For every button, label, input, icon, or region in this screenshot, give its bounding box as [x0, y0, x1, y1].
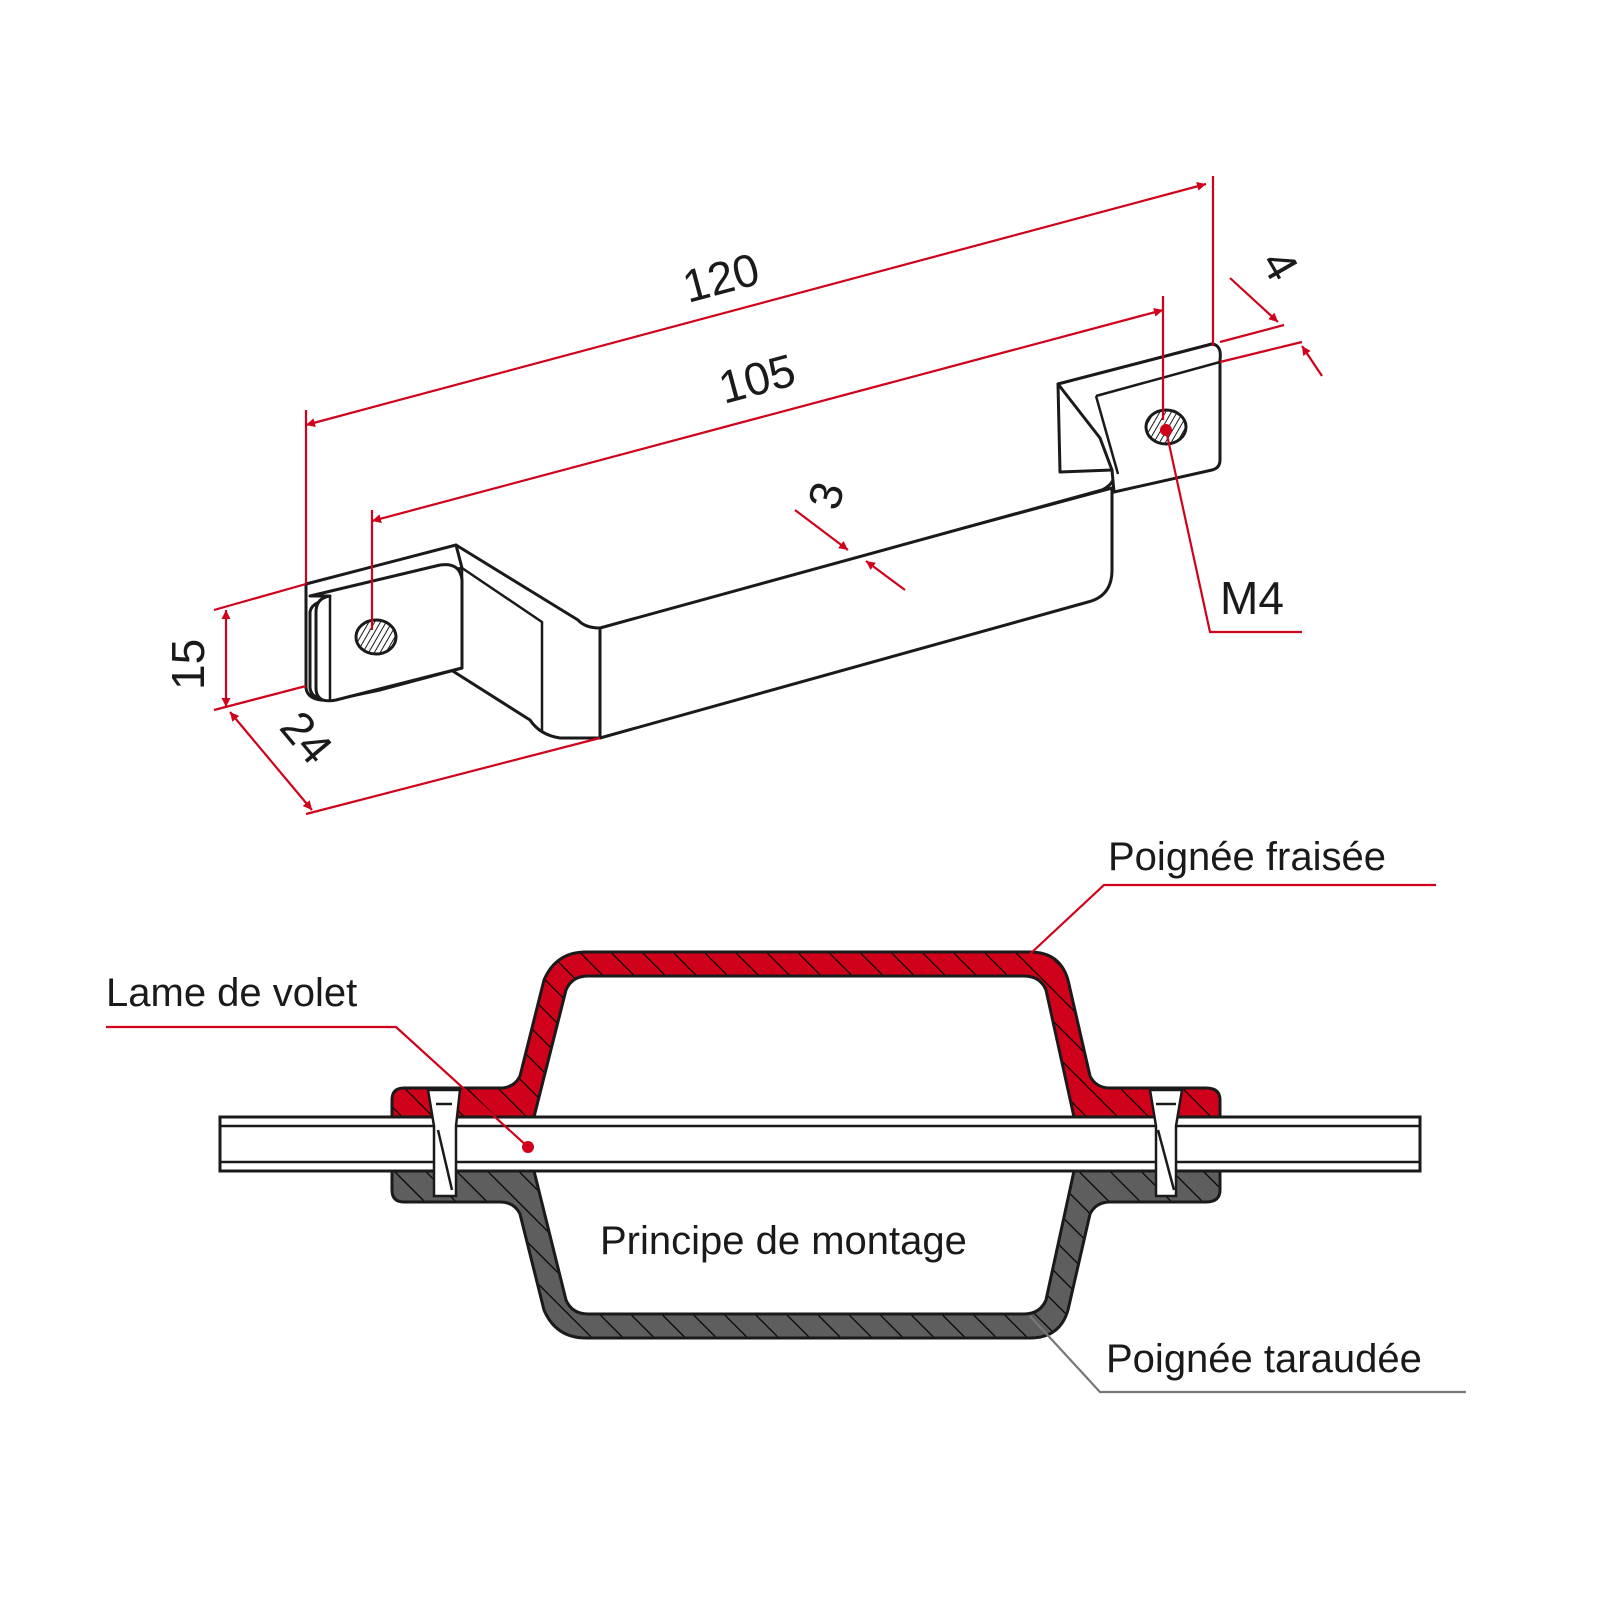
- dimension-thread: M4: [1160, 424, 1302, 634]
- mounting-section-view: Poignée fraisée Lame de volet Principe d…: [106, 835, 1466, 1394]
- left-screw: [426, 1088, 462, 1198]
- dimension-edge-offset: 4: [1219, 241, 1323, 377]
- dim-3-text: 3: [797, 476, 854, 514]
- dim-120-text: 120: [677, 243, 765, 313]
- leader-poignee-taraudee: [1029, 1315, 1466, 1394]
- right-screw: [1148, 1088, 1184, 1198]
- dim-15-text: 15: [162, 639, 214, 690]
- leader-lame-de-volet: [106, 1025, 529, 1148]
- lower-handle-section: [390, 1169, 1222, 1340]
- label-principe-de-montage: Principe de montage: [600, 1219, 967, 1263]
- dim-24-text: 24: [270, 701, 343, 774]
- dim-105-text: 105: [713, 344, 801, 414]
- label-poignee-fraisee: Poignée fraisée: [1108, 835, 1386, 879]
- upper-handle-section: [390, 950, 1222, 1119]
- left-thread-hole: [354, 618, 398, 656]
- thread-m4-text: M4: [1220, 572, 1284, 624]
- handle-bar-front: [598, 486, 1114, 740]
- left-slope: [438, 543, 602, 740]
- leader-poignee-fraisee: [1029, 883, 1436, 955]
- label-lame-de-volet: Lame de volet: [106, 971, 357, 1015]
- dim-4-text: 4: [1251, 241, 1309, 289]
- label-poignee-taraudee: Poignée taraudée: [1106, 1337, 1422, 1381]
- dimension-height: 15: [162, 582, 307, 712]
